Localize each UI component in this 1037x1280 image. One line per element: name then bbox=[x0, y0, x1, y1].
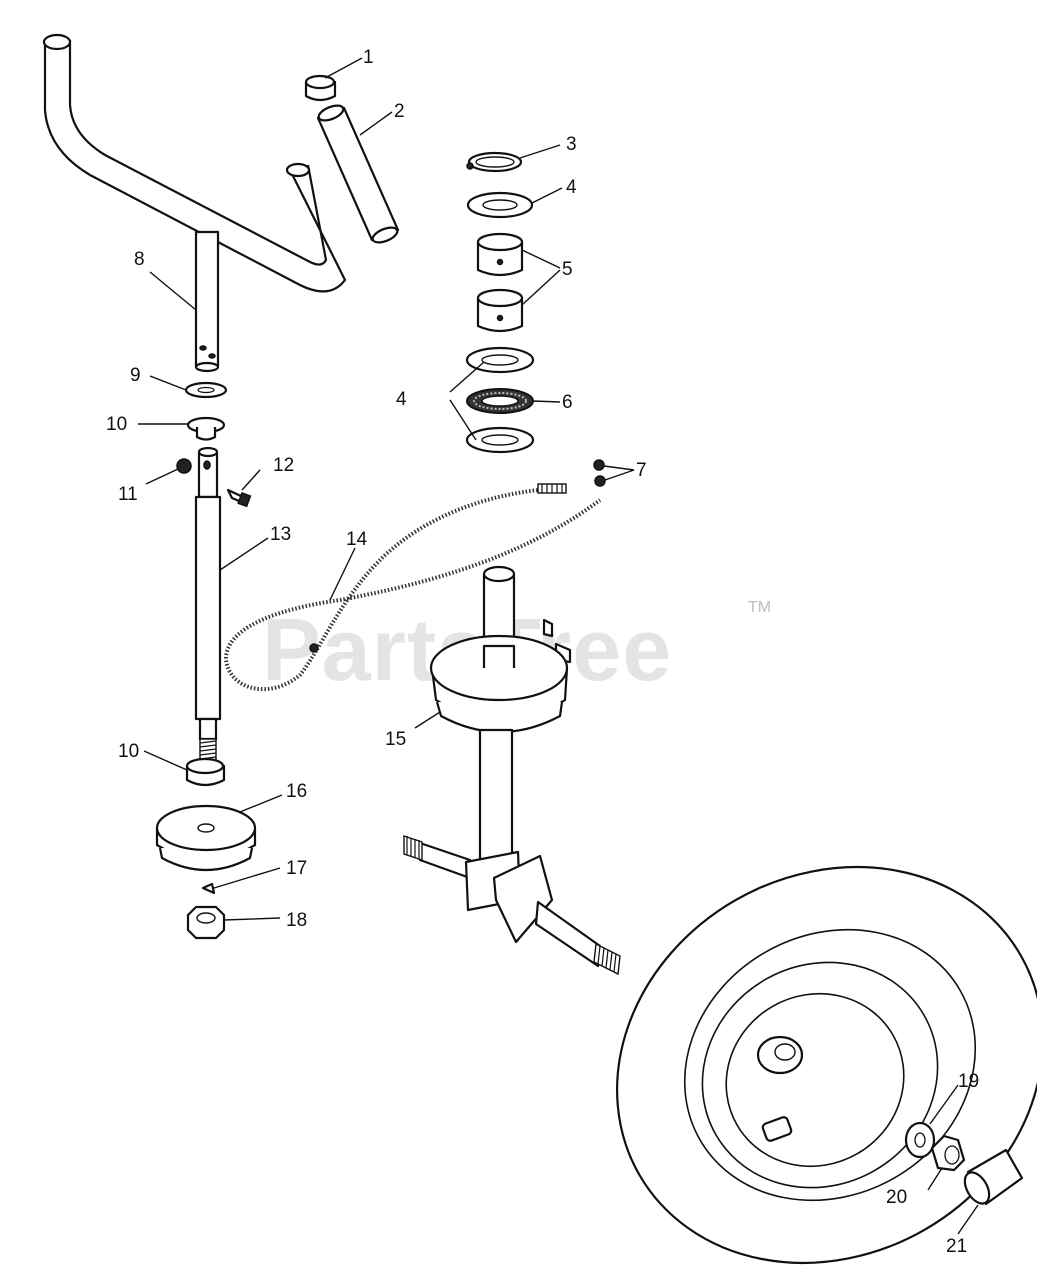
key-part[interactable] bbox=[201, 882, 216, 895]
callout-21: 21 bbox=[946, 1236, 967, 1257]
small-nut-part[interactable] bbox=[176, 458, 192, 474]
callout-18: 18 bbox=[286, 910, 307, 931]
callout-5: 5 bbox=[562, 259, 573, 280]
wheel-washer-part[interactable] bbox=[904, 1121, 936, 1159]
lock-nut-part[interactable] bbox=[186, 905, 226, 940]
washer-lower-part[interactable] bbox=[465, 346, 535, 454]
callout-14: 14 bbox=[346, 529, 368, 550]
cable-nuts-part[interactable] bbox=[593, 459, 606, 487]
washer-part[interactable] bbox=[466, 191, 534, 219]
bolt-part[interactable] bbox=[226, 488, 252, 508]
callout-6: 6 bbox=[562, 392, 573, 413]
handle-bar-part[interactable] bbox=[42, 33, 347, 373]
callout-4-upper: 4 bbox=[566, 177, 577, 198]
pulley-lower-part[interactable] bbox=[155, 804, 257, 872]
callout-15: 15 bbox=[385, 729, 406, 750]
spindle-pulley-part[interactable] bbox=[429, 565, 572, 872]
washer-9-part[interactable] bbox=[184, 381, 228, 399]
callout-20: 20 bbox=[886, 1187, 907, 1208]
bushing-part[interactable] bbox=[476, 232, 524, 333]
hub-cap-part[interactable] bbox=[960, 1148, 1024, 1208]
wheel-tire-part[interactable] bbox=[544, 790, 1037, 1280]
callout-19: 19 bbox=[958, 1071, 979, 1092]
callout-16: 16 bbox=[286, 781, 307, 802]
leader-lines bbox=[138, 57, 979, 1235]
callout-8: 8 bbox=[134, 249, 145, 270]
flange-bushing-upper-part[interactable] bbox=[186, 416, 226, 441]
cap-part[interactable] bbox=[304, 74, 337, 102]
tube-part[interactable] bbox=[316, 103, 400, 246]
callout-10-upper: 10 bbox=[106, 414, 127, 435]
flange-bushing-lower-part[interactable] bbox=[185, 757, 226, 787]
callout-11: 11 bbox=[118, 484, 138, 505]
callout-12: 12 bbox=[273, 455, 294, 476]
callout-4-lower: 4 bbox=[396, 389, 407, 410]
axle-bracket-part[interactable] bbox=[403, 835, 621, 976]
callout-1: 1 bbox=[363, 47, 374, 68]
callout-2: 2 bbox=[394, 101, 405, 122]
watermark-trademark: TM bbox=[748, 599, 771, 616]
callout-10-lower: 10 bbox=[118, 741, 139, 762]
callout-9: 9 bbox=[130, 365, 141, 386]
callout-labels: 1 2 3 4 4 5 6 7 8 9 10 10 11 12 13 14 15… bbox=[106, 47, 979, 1257]
callout-13: 13 bbox=[270, 524, 291, 545]
thrust-bearing-part[interactable] bbox=[466, 388, 534, 414]
snap-ring-part[interactable] bbox=[466, 151, 523, 173]
cable-part[interactable] bbox=[223, 483, 602, 692]
wheel-nut-part[interactable] bbox=[930, 1134, 966, 1172]
callout-17: 17 bbox=[286, 858, 307, 879]
callout-7: 7 bbox=[636, 460, 647, 481]
callout-3: 3 bbox=[566, 134, 577, 155]
steering-shaft-part[interactable] bbox=[194, 446, 222, 762]
